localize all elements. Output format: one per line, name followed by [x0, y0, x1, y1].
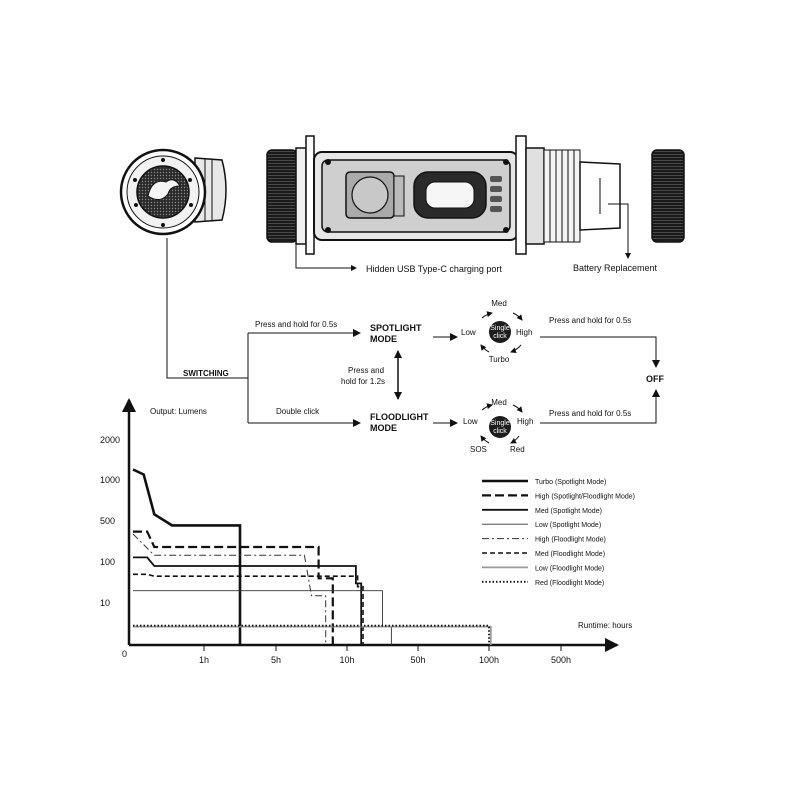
spot-cycle-turbo: Turbo [489, 355, 510, 364]
switching-label: SWITCHING [183, 369, 229, 378]
legend-label: Red (Floodlight Mode) [535, 580, 604, 587]
spot-cycle-center: Single [490, 325, 510, 332]
off-label: OFF [646, 374, 664, 384]
spot-cycle-center-2: click [493, 333, 507, 340]
series-line-2 [133, 556, 363, 645]
charging-port-callout [295, 243, 357, 271]
charging-port-label: Hidden USB Type-C charging port [366, 264, 502, 274]
x-tick-label: 1h [199, 655, 209, 665]
flood-cycle-low: Low [463, 417, 478, 426]
x-tick-label: 500h [551, 655, 571, 665]
x-tick-label: 10h [339, 655, 354, 665]
spot-cycle-low: Low [461, 328, 476, 337]
side-view-drawing [266, 135, 685, 255]
end-view-drawing [119, 148, 227, 236]
series-line-1 [133, 530, 334, 645]
series-line-0 [132, 468, 242, 645]
runtime-chart: Output: Lumens Runtime: hours 0 2000 1000… [100, 398, 635, 665]
x-tick-label: 50h [410, 655, 425, 665]
spotlight-mode-title-2: MODE [370, 334, 397, 344]
battery-callout [608, 203, 631, 259]
single-click-button [489, 321, 511, 343]
hold-12-label-2: hold for 1.2s [341, 377, 385, 386]
x-tick-label: 5h [271, 655, 281, 665]
spot-cycle-med: Med [491, 299, 507, 308]
flood-cycle-center-2: click [493, 428, 507, 435]
series-line-5 [133, 573, 364, 645]
origin-label: 0 [122, 649, 127, 659]
series-line-4 [132, 533, 327, 645]
legend-label: Low (Floodlight Mode) [535, 565, 604, 572]
y-tick-label: 100 [100, 557, 115, 567]
legend-label: High (Spotlight/Floodlight Mode) [535, 493, 635, 500]
y-tick-label: 2000 [100, 435, 120, 445]
y-axis-label: Output: Lumens [150, 407, 207, 416]
series-line-3 [133, 590, 392, 645]
spotlight-mode-title: SPOTLIGHT [370, 323, 422, 333]
single-click-button-2 [489, 416, 511, 438]
flood-to-off-arrow [540, 389, 660, 424]
legend-label: High (Floodlight Mode) [535, 537, 606, 544]
series-line-6 [133, 625, 492, 645]
hold-12-label: Press and [348, 366, 384, 375]
x-axis-label: Runtime: hours [578, 621, 632, 630]
flood-cycle-center: Single [490, 420, 510, 427]
flood-hold-off-label: Press and hold for 0.5s [549, 409, 631, 418]
x-tick-label: 100h [479, 655, 499, 665]
legend-label: Turbo (Spotlight Mode) [535, 479, 606, 486]
floodlight-mode-title: FLOODLIGHT [370, 412, 429, 422]
legend-label: Med (Spotlight Mode) [535, 508, 602, 515]
spot-to-off-arrow [540, 336, 660, 368]
y-tick-label: 1000 [100, 475, 120, 485]
flood-cycle-med: Med [491, 398, 507, 407]
legend-label: Med (Floodlight Mode) [535, 551, 605, 558]
spot-hold-off-label: Press and hold for 0.5s [549, 316, 631, 325]
double-click-label: Double click [276, 407, 320, 416]
y-tick-label: 500 [100, 516, 115, 526]
y-tick-label: 10 [100, 598, 110, 608]
spot-cycle-high: High [516, 328, 532, 337]
flood-cycle-high: High [517, 417, 533, 426]
flood-cycle-red: Red [510, 445, 525, 454]
spotlight-cycle [480, 311, 523, 354]
series-line-7 [133, 624, 490, 645]
switching-connector [166, 238, 361, 427]
floodlight-mode-title-2: MODE [370, 423, 397, 433]
legend-label: Low (Spotlight Mode) [535, 522, 601, 529]
flood-cycle-sos: SOS [470, 445, 487, 454]
hold-05-top-label: Press and hold for 0.5s [255, 320, 337, 329]
battery-label: Battery Replacement [573, 263, 658, 273]
floodlight-cycle [480, 403, 523, 444]
chart-legend: Turbo (Spotlight Mode) High (Spotlight/Fl… [482, 479, 635, 587]
